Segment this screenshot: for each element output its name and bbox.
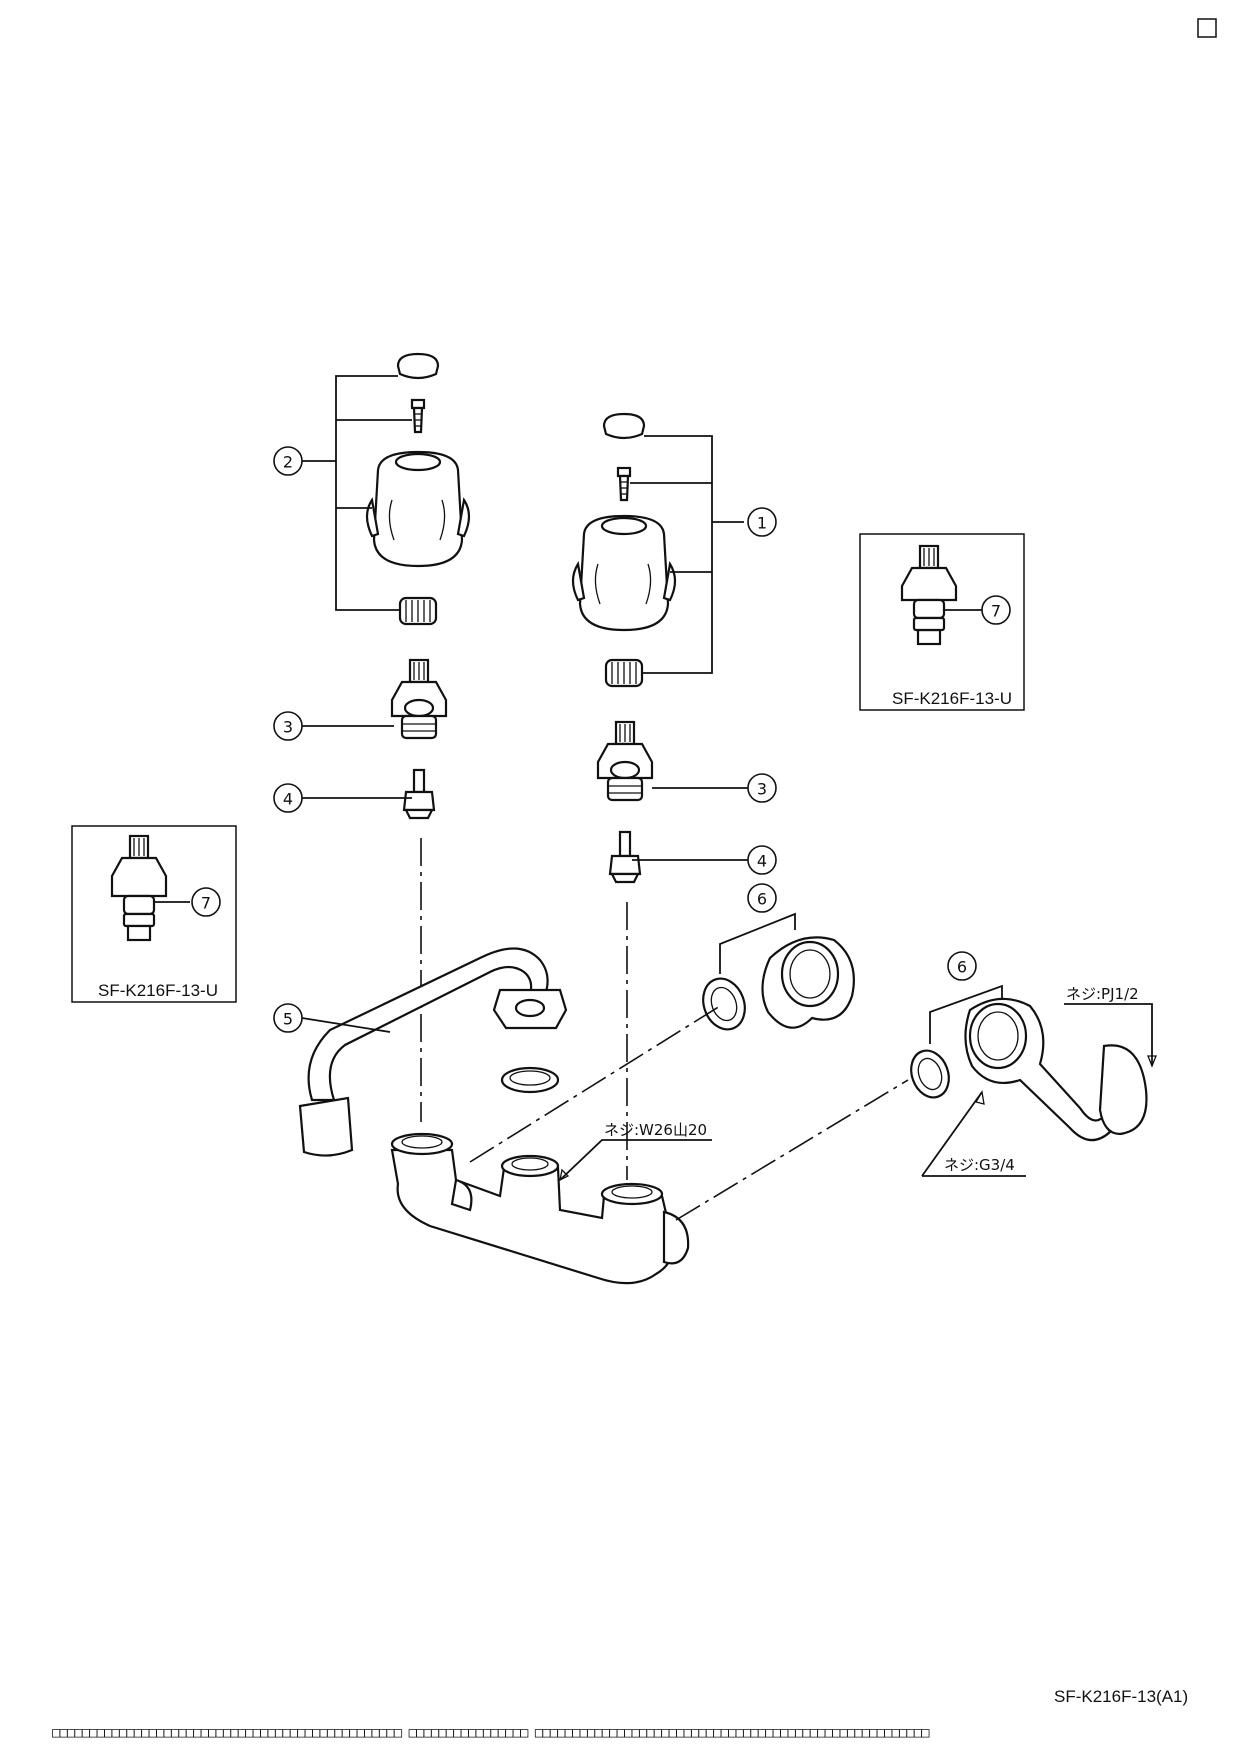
faucet-body (390, 1132, 690, 1285)
svg-text:6: 6 (957, 958, 967, 977)
callout-2: 2 (273, 446, 303, 476)
thread-leader-elbow (921, 1091, 983, 1177)
svg-text:4: 4 (283, 790, 293, 809)
callout-3-left: 3 (273, 711, 303, 741)
svg-text:1: 1 (757, 514, 767, 533)
callout-3-right: 3 (747, 773, 777, 803)
svg-text:5: 5 (283, 1010, 293, 1029)
callout-7-left: 7 (191, 887, 221, 917)
right-spindle (608, 830, 642, 884)
arrowhead-bracket (1147, 1055, 1157, 1068)
inset-label-right: SF-K216F-13-U (892, 689, 1012, 708)
thread-label-body: ネジ:W26山20 (604, 1121, 707, 1139)
callout-6-left: 6 (747, 883, 777, 913)
square-outline-icon (1197, 18, 1217, 38)
left-cartridge (390, 658, 448, 740)
svg-text:7: 7 (201, 894, 211, 913)
callout-7-right: 7 (981, 595, 1011, 625)
inset-box-left (71, 825, 237, 1003)
inset-box-right (859, 533, 1025, 711)
document-code: SF-K216F-13(A1) (1054, 1687, 1188, 1706)
callout-1: 1 (747, 507, 777, 537)
left-spindle (402, 768, 436, 820)
callout-4-left: 4 (273, 783, 303, 813)
thread-leader-body (559, 1139, 712, 1181)
thread-label-bracket: ネジ:PJ1/2 (1066, 985, 1139, 1003)
thread-label-elbow: ネジ:G3/4 (944, 1156, 1015, 1174)
footer-text: □□□□□□□□□□□□□□□□□□□□□□□□□□□□□□□□□□□□□□□□… (52, 1725, 930, 1741)
callout-4-right: 4 (747, 845, 777, 875)
right-elbow (910, 984, 1148, 1142)
svg-text:2: 2 (283, 453, 293, 472)
svg-text:3: 3 (283, 718, 293, 737)
left-handle-assembly (302, 352, 471, 626)
right-cartridge (596, 720, 654, 802)
right-handle-assembly (571, 412, 744, 688)
svg-text:6: 6 (757, 890, 767, 909)
arrowhead-elbow (974, 1090, 985, 1105)
spout (298, 947, 568, 1157)
left-elbow (702, 912, 855, 1031)
svg-text:3: 3 (757, 780, 767, 799)
svg-text:7: 7 (991, 602, 1001, 621)
callout-6-right: 6 (947, 951, 977, 981)
svg-text:4: 4 (757, 852, 767, 871)
inset-label-left: SF-K216F-13-U (98, 981, 218, 1000)
arrowhead-body (559, 1168, 570, 1182)
callout-5: 5 (273, 1003, 303, 1033)
thread-leader-bracket (1064, 1003, 1153, 1066)
